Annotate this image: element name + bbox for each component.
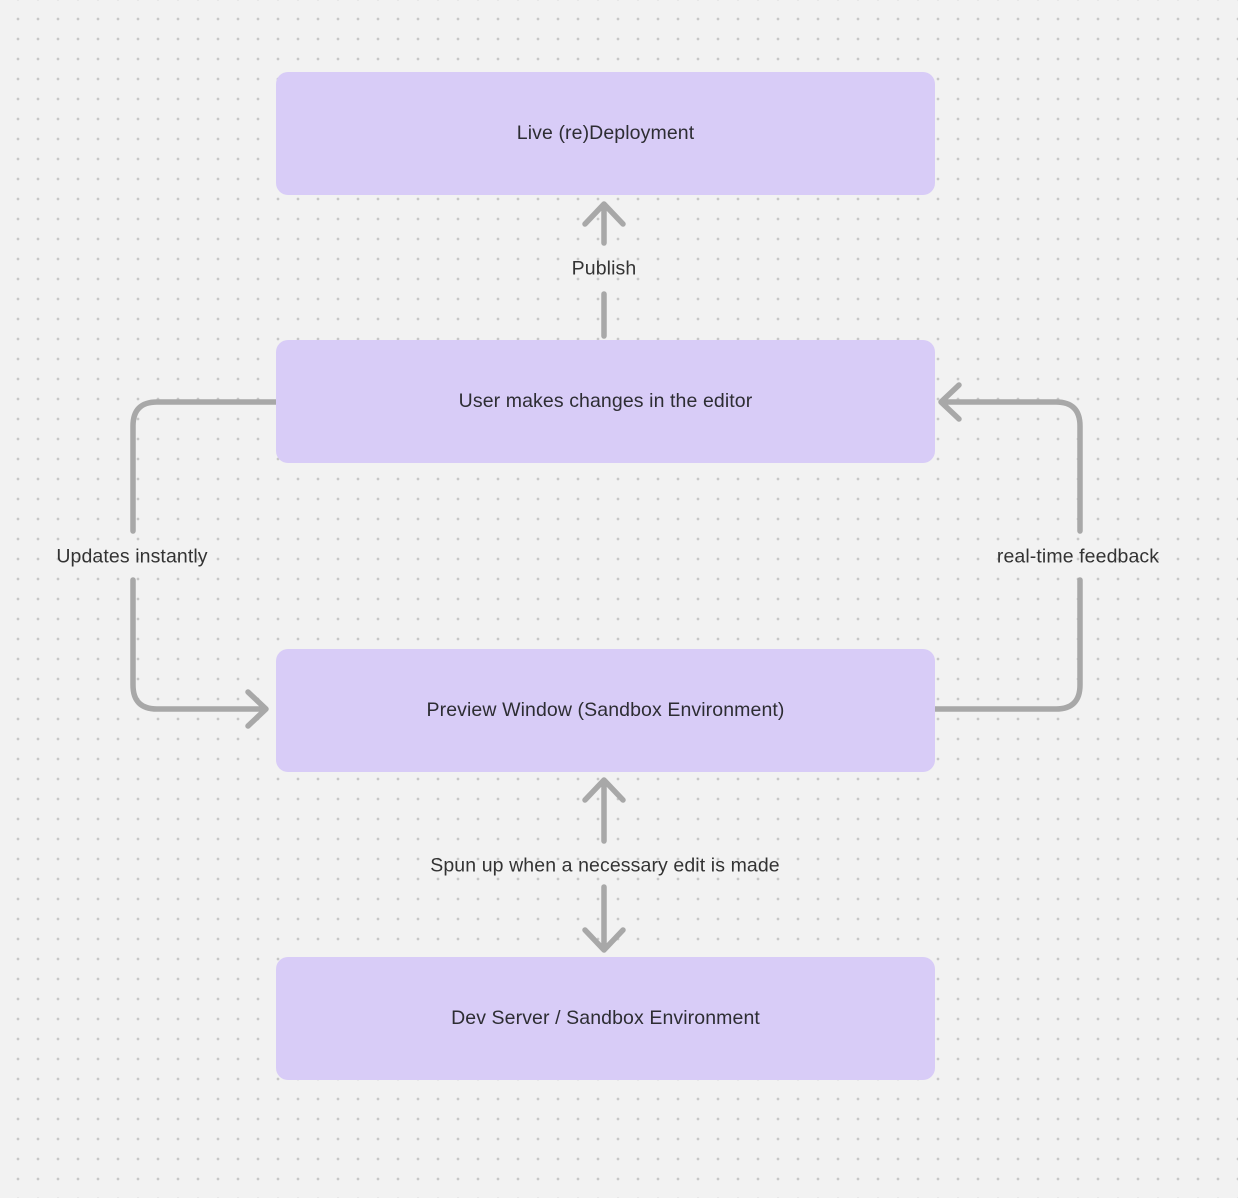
node-user-changes-label: User makes changes in the editor bbox=[458, 390, 753, 412]
node-preview-window-label: Preview Window (Sandbox Environment) bbox=[426, 699, 785, 721]
edge-updates-instantly-arrow bbox=[130, 399, 279, 729]
edge-label-spun-up: Spun up when a necessary edit is made bbox=[430, 854, 780, 877]
edge-real-time-feedback-arrow bbox=[932, 382, 1083, 712]
node-dev-server-label: Dev Server / Sandbox Environment bbox=[451, 1007, 760, 1029]
edge-label-publish: Publish bbox=[571, 257, 637, 280]
node-live-deployment-label: Live (re)Deployment bbox=[516, 122, 695, 144]
node-preview-window: Preview Window (Sandbox Environment) bbox=[276, 649, 935, 772]
edge-spun-up-arrow bbox=[582, 777, 626, 953]
node-dev-server: Dev Server / Sandbox Environment bbox=[276, 957, 935, 1080]
edge-publish-arrow bbox=[582, 201, 626, 339]
node-live-deployment: Live (re)Deployment bbox=[276, 72, 935, 195]
edge-label-updates-instantly: Updates instantly bbox=[56, 545, 208, 568]
edge-label-real-time-feedback: real-time feedback bbox=[996, 545, 1160, 568]
node-user-changes: User makes changes in the editor bbox=[276, 340, 935, 463]
